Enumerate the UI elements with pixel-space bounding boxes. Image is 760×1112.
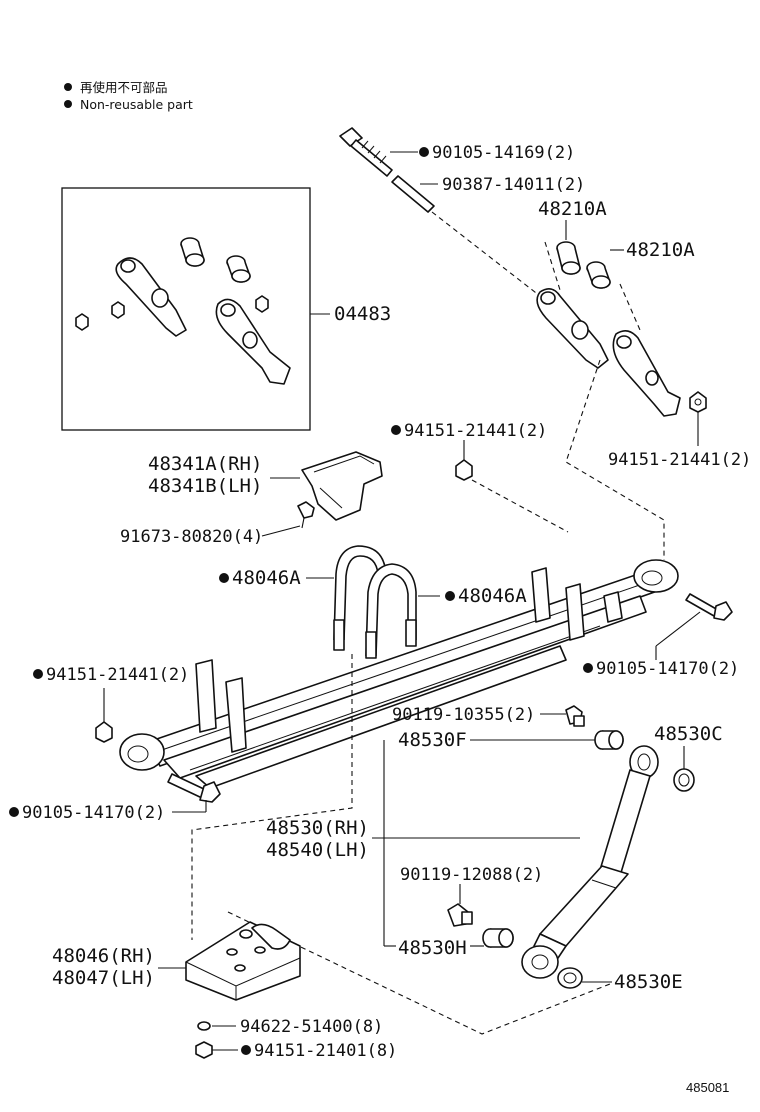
label-nut-front: 94151-21441(2) [46, 665, 189, 685]
label-bolt-top: 90105-14169(2) [432, 143, 575, 163]
label-seat-rh: 48046(RH) [52, 945, 155, 967]
bumper-bracket-part [301, 451, 383, 521]
label-kit: 04483 [334, 303, 391, 325]
label-ubolt-right: 48046A [458, 585, 527, 607]
legend: 再使用不可部品 Non-reusable part [64, 80, 193, 112]
label-bolt-rear: 90105-14170(2) [596, 659, 739, 679]
label-bolt-front: 90105-14170(2) [22, 803, 165, 823]
non-reusable-marker-icon [419, 147, 429, 157]
cushion-bolt-part [565, 705, 585, 727]
label-shock-lh: 48540(LH) [266, 839, 369, 861]
bushing-a2-part [586, 261, 611, 289]
non-reusable-marker-icon [33, 669, 43, 679]
label-ubolt-left: 48046A [232, 567, 301, 589]
shackle-plate-left-of-pair [612, 330, 681, 417]
label-bushing-a2: 48210A [626, 239, 695, 261]
legend-en: Non-reusable part [80, 97, 193, 112]
non-reusable-marker-icon [9, 807, 19, 817]
top-pin-part [391, 175, 435, 213]
label-shock-washer-e: 48530E [614, 971, 683, 993]
leaf-spring-part [119, 559, 679, 789]
shock-bushing-h-part [482, 928, 514, 948]
lower-bolt-part [447, 903, 473, 927]
shackle-nut-right [689, 391, 707, 413]
label-nut-seat: 94151-21401(8) [254, 1041, 397, 1061]
bushing-a1-part [556, 241, 581, 275]
label-seat-lh: 48047(LH) [52, 967, 155, 989]
label-bushing-a1: 48210A [538, 198, 607, 220]
shackle-nut-center [455, 459, 473, 481]
label-bumper-bolt: 91673-80820(4) [120, 527, 263, 547]
label-nut-shackle: 94151-21441(2) [608, 450, 751, 470]
washer-part [197, 1021, 211, 1031]
non-reusable-marker-icon [241, 1045, 251, 1055]
non-reusable-marker-icon [391, 425, 401, 435]
shackle-plate-right [536, 288, 609, 369]
rear-eye-bolt-part [685, 593, 733, 621]
front-nut-part [95, 721, 113, 743]
non-reusable-marker-icon [583, 663, 593, 673]
label-shock-washer-c: 48530C [654, 723, 723, 745]
figure-number: 485081 [686, 1080, 729, 1095]
label-washer: 94622-51400(8) [240, 1017, 383, 1037]
shock-washer-e-part [557, 967, 583, 989]
non-reusable-marker-icon [219, 573, 229, 583]
non-reusable-marker-icon [64, 100, 72, 108]
non-reusable-marker-icon [445, 591, 455, 601]
shock-washer-c-part [673, 768, 695, 792]
label-lower-bolt: 90119-12088(2) [400, 865, 543, 885]
label-cushion-bolt: 90119-10355(2) [392, 705, 535, 725]
spring-seat-part [185, 921, 301, 1001]
label-shock-cushion-f: 48530F [398, 729, 467, 751]
shock-cushion-f-part [594, 730, 624, 750]
ubolt-left-part [333, 545, 387, 651]
legend-ja: 再使用不可部品 [80, 80, 168, 95]
label-bumper-rh: 48341A(RH) [148, 453, 262, 475]
ubolt-right-part [365, 563, 417, 659]
front-eye-bolt-part [167, 773, 221, 803]
label-bumper-lh: 48341B(LH) [148, 475, 262, 497]
label-shock-bushing-h: 48530H [398, 937, 467, 959]
bumper-bolt-part [297, 501, 315, 529]
top-bolt-part [339, 127, 393, 177]
label-nut-shackle-marked: 94151-21441(2) [404, 421, 547, 441]
label-pin-top: 90387-14011(2) [442, 175, 585, 195]
non-reusable-marker-icon [64, 83, 72, 91]
label-shock-rh: 48530(RH) [266, 817, 369, 839]
seat-nut-part [195, 1041, 213, 1059]
shock-absorber-part [521, 745, 659, 979]
kit-04483-box [61, 187, 311, 431]
